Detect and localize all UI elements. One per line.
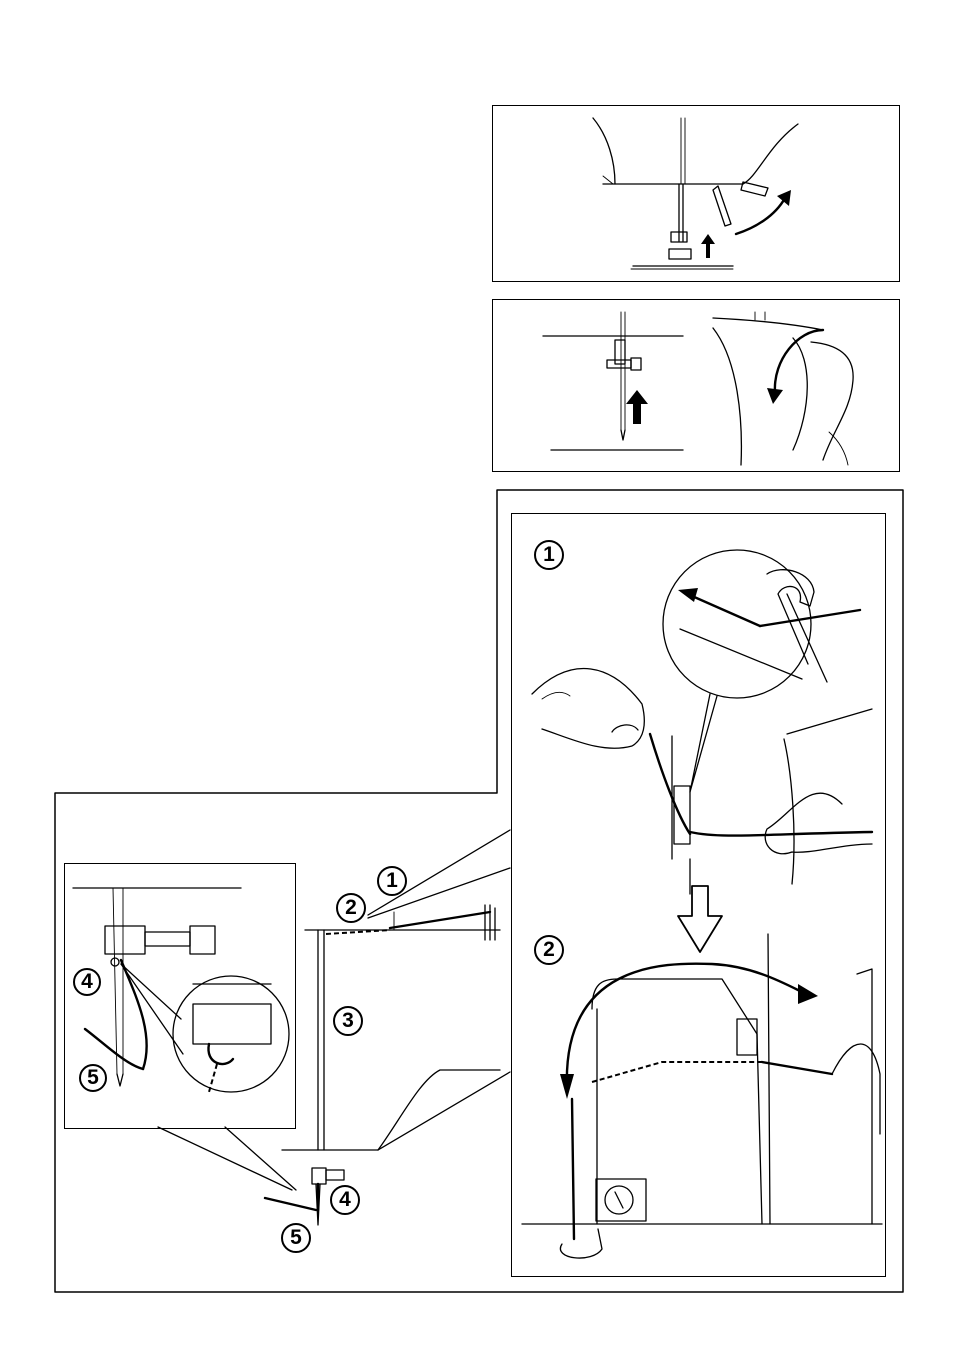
overview-step-5: 5	[281, 1223, 311, 1253]
overview-step-1: 1	[377, 866, 407, 896]
overview-step-4: 4	[330, 1185, 360, 1215]
overview-step-3: 3	[333, 1006, 363, 1036]
overview-step-2: 2	[336, 893, 366, 923]
